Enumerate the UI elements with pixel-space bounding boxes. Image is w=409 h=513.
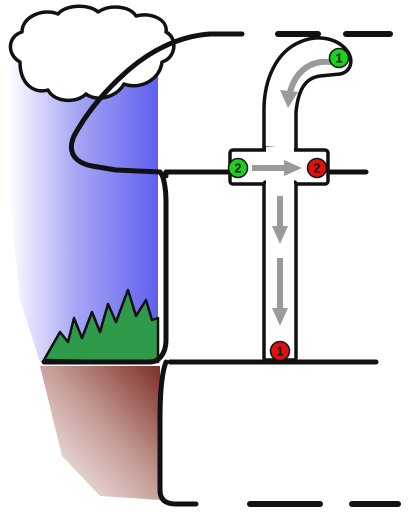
- stroke-2-start-marker: 2: [229, 159, 248, 178]
- stroke-1-end-marker: 1: [271, 342, 290, 361]
- soil-background: [40, 366, 160, 500]
- stroke-1-start-marker: 1: [330, 49, 349, 68]
- stroke-1-end-label: 1: [276, 344, 283, 359]
- stroke-1-start-label: 1: [335, 51, 342, 66]
- stroke-2-end-marker: 2: [308, 159, 327, 178]
- stroke-2-end-label: 2: [313, 161, 320, 176]
- stroke-2-start-label: 2: [234, 161, 241, 176]
